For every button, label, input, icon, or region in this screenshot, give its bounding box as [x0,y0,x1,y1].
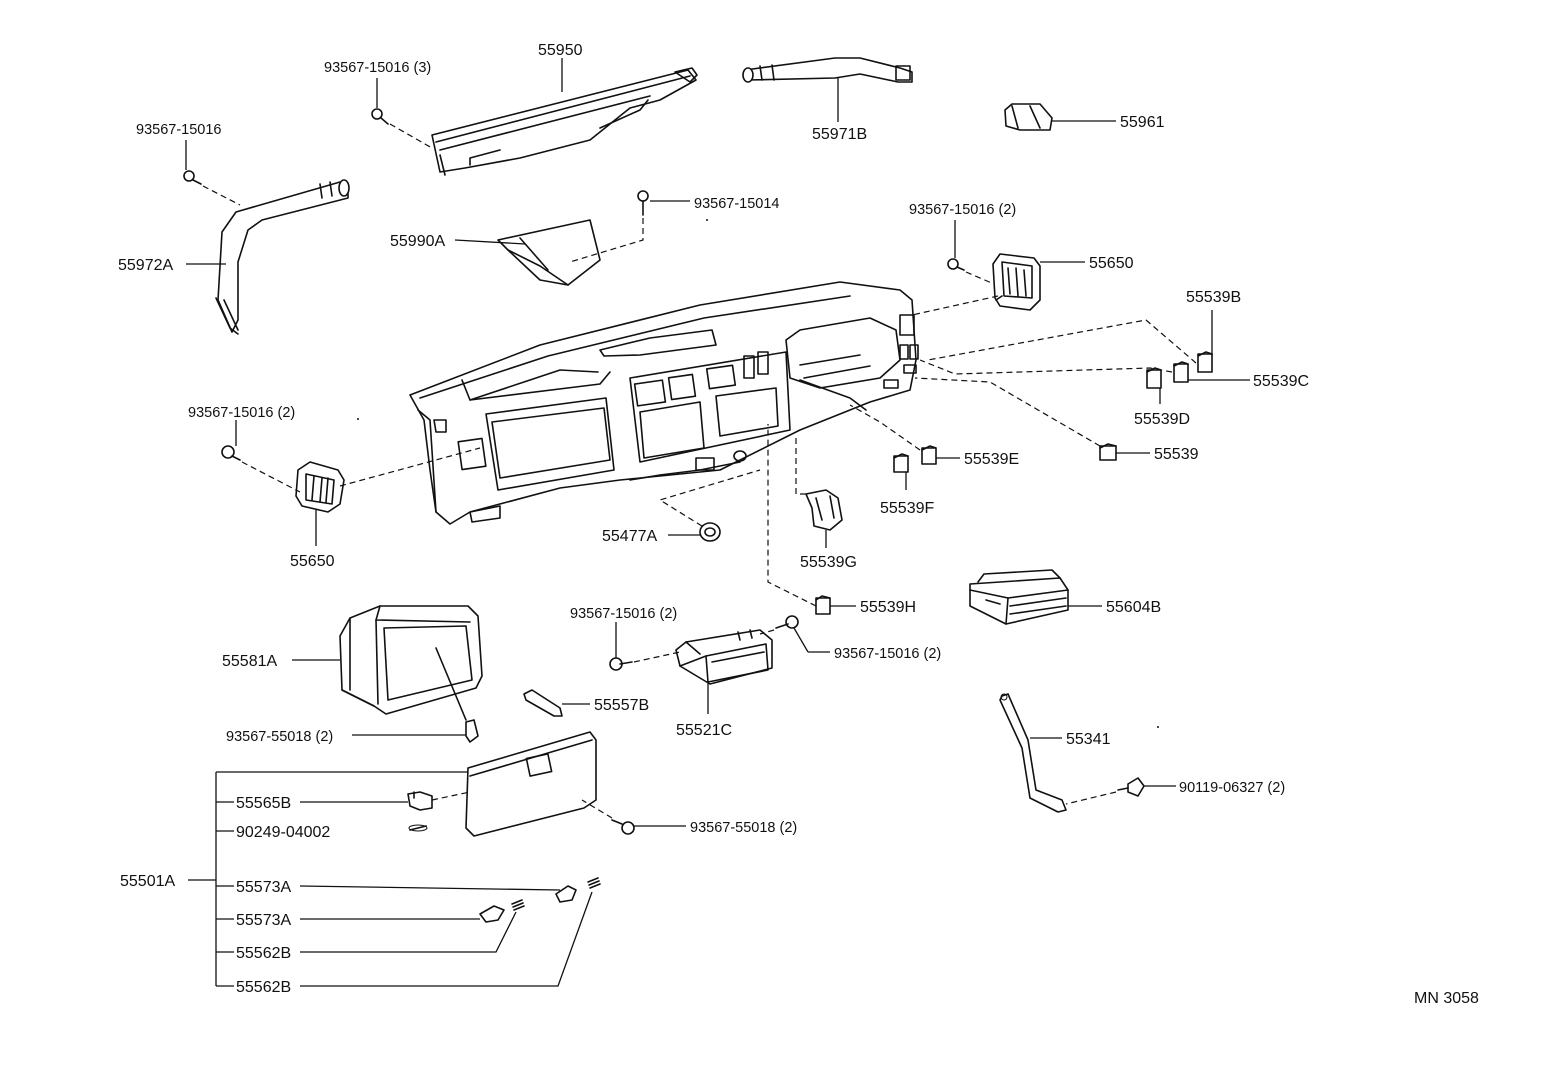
label-55539F: 55539F [880,500,934,517]
screw-icon [183,170,202,185]
part-55565B-lock [407,791,433,811]
label-55604B: 55604B [1106,599,1161,616]
label-55573A-1: 55573A [236,879,291,896]
part-55501A-glove-box-door [465,731,597,837]
label-55539G: 55539G [800,554,857,571]
label-55650-right: 55650 [1089,255,1134,272]
label-55972A: 55972A [118,257,173,274]
label-55477A: 55477A [602,528,657,545]
label-55501A: 55501A [120,873,175,890]
part-55562B-spring-1 [511,899,525,911]
label-55961: 55961 [1120,114,1165,131]
bolt-icon [1117,777,1145,797]
label-55557B: 55557B [594,697,649,714]
part-55521C-pocket [675,629,773,685]
screw-icon [611,819,635,835]
part-55573A-stopper-2 [479,905,505,923]
label-55573A-2: 55573A [236,912,291,929]
label-90249-04002: 90249-04002 [236,824,330,841]
label-93567-15016-2-left: 93567-15016 (2) [188,405,295,421]
instrument-panel [409,281,919,525]
part-55539F-switch-blank [893,453,909,473]
screw-icon [637,190,649,216]
screw-icon [371,108,389,125]
part-55539C-switch-blank [1173,361,1189,383]
diagram-code: MN 3058 [1414,990,1479,1007]
part-55539B-switch-blank [1197,351,1213,373]
part-55990A-center-duct [497,219,601,286]
label-55521C: 55521C [676,722,732,739]
label-55950: 55950 [538,42,583,59]
part-55961-duct [1004,103,1053,131]
label-55650-left: 55650 [290,553,335,570]
group-bracket-55501A [188,771,468,987]
part-55539E-switch-blank [921,445,937,465]
part-55539G-bracket [805,489,843,531]
label-93567-15016-2-right: 93567-15016 (2) [909,202,1016,218]
part-55581A-lower-box [339,605,483,721]
label-55971B: 55971B [812,126,867,143]
part-55539D-switch-blank [1146,367,1162,389]
label-93567-15016-2-center-right: 93567-15016 (2) [834,646,941,662]
part-55971B-side-duct [742,57,913,83]
screw-icon [221,445,241,461]
label-55539B: 55539B [1186,289,1241,306]
label-55539: 55539 [1154,446,1199,463]
label-93567-15016: 93567-15016 [136,122,221,138]
label-93567-55018-2-b: 93567-55018 (2) [690,820,797,836]
label-55539C: 55539C [1253,373,1309,390]
screw-icon [465,719,479,743]
label-93567-15016-3: 93567-15016 (3) [324,60,431,76]
label-93567-15016-2-center: 93567-15016 (2) [570,606,677,622]
part-55573A-stopper-1 [555,885,577,903]
label-55539E: 55539E [964,451,1019,468]
label-55539H: 55539H [860,599,916,616]
screw-icon [947,258,965,271]
label-55565B: 55565B [236,795,291,812]
label-93567-15014: 93567-15014 [694,196,779,212]
part-55650-left-side-register [295,461,345,513]
label-55990A: 55990A [390,233,445,250]
label-55581A: 55581A [222,653,277,670]
part-55972A-side-duct [215,179,350,335]
label-55562B-2: 55562B [236,979,291,996]
screw-icon [775,615,799,629]
part-55557B-bracket [523,689,563,717]
label-90119-06327-2: 90119-06327 (2) [1179,780,1285,796]
part-55477A-hole-plug [699,522,721,542]
label-55539D: 55539D [1134,411,1190,428]
label-55341: 55341 [1066,731,1111,748]
part-55341-brace [999,693,1067,813]
part-55539-switch-blank [1099,443,1117,461]
part-55650-right-side-register [992,253,1041,311]
part-55604B-radio-unit [969,569,1069,625]
label-55562B-1: 55562B [236,945,291,962]
label-93567-55018-2-a: 93567-55018 (2) [226,729,333,745]
part-55562B-spring-2 [587,877,601,889]
part-55539H-switch-blank [815,595,831,615]
part-55950-defroster-nozzle [431,67,698,176]
screw-icon [609,657,633,671]
part-90249-04002-pin [408,824,428,832]
